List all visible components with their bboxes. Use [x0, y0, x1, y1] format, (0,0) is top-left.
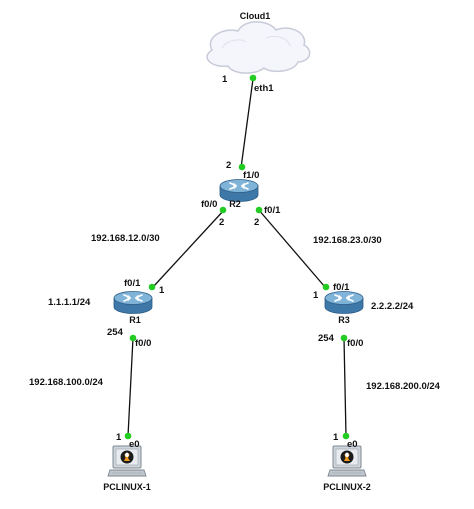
links — [127, 78, 347, 437]
r3-loopback-label: 2.2.2.2/24 — [371, 301, 414, 312]
r1-f0-1-port-label: f0/1 — [124, 278, 141, 289]
link-r2-r3[interactable] — [257, 208, 326, 288]
port-status-dots — [124, 74, 350, 440]
port-dot-cloud-eth1 — [249, 74, 257, 82]
port-dot-r1-f0-0 — [129, 334, 137, 342]
linux-pc-icon — [327, 445, 367, 477]
pc2-name-label: PCLINUX-2 — [323, 482, 371, 492]
r3-f0-1-host-label: 1 — [313, 290, 319, 301]
pc2-node[interactable]: PCLINUX-2 — [323, 445, 371, 492]
network-r1-pc1-label: 192.168.100.0/24 — [29, 377, 104, 388]
interface-labels: 1 eth1 2 f1/0 f0/0 2 f0/1 1 192.168.12.0… — [29, 74, 441, 450]
r3-f0-0-port-label: f0/0 — [347, 338, 363, 349]
link-r1-pc1[interactable] — [127, 337, 134, 437]
r1-name-label: R1 — [129, 315, 141, 325]
network-r2-r1-label: 192.168.12.0/30 — [91, 233, 160, 244]
r1-loopback-label: 1.1.1.1/24 — [48, 297, 91, 308]
pc1-name-label: PCLINUX-1 — [103, 482, 151, 492]
network-r3-pc2-label: 192.168.200.0/24 — [366, 381, 441, 392]
r2-uplink-host-label: 2 — [226, 160, 231, 171]
r1-f0-0-host-label: 254 — [107, 327, 124, 338]
port-dot-r2-f0-1 — [255, 206, 263, 214]
network-r2-r3-label: 192.168.23.0/30 — [313, 235, 382, 246]
port-dot-r2-f0-0 — [219, 206, 227, 214]
port-dot-pc2-e0 — [342, 432, 350, 440]
r3-f0-1-port-label: f0/1 — [333, 282, 350, 293]
link-cloud-r2[interactable] — [240, 78, 254, 169]
r3-node[interactable]: R3 — [324, 290, 364, 326]
r1-f0-0-port-label: f0/0 — [135, 338, 151, 349]
cloud-host-label: 1 — [222, 74, 228, 85]
port-dot-r1-f0-1 — [148, 283, 156, 291]
pc2-e0-port-label: e0 — [347, 439, 358, 450]
r3-f0-0-host-label: 254 — [318, 333, 335, 344]
pc2-e0-host-label: 1 — [333, 432, 339, 443]
r3-name-label: R3 — [338, 315, 350, 325]
r2-f0-1-port-label: f0/1 — [264, 205, 281, 216]
r1-f0-1-host-label: 1 — [159, 285, 165, 296]
linux-pc-icon — [107, 445, 147, 477]
link-r3-pc2[interactable] — [343, 337, 347, 437]
cloud1-node[interactable]: Cloud1 — [206, 11, 311, 74]
port-dot-r3-f0-1 — [322, 283, 330, 291]
cloud-port-label: eth1 — [254, 83, 274, 94]
port-dot-r2-f1-0 — [238, 163, 246, 171]
pc1-node[interactable]: PCLINUX-1 — [103, 445, 151, 492]
pc1-e0-host-label: 1 — [116, 432, 122, 443]
cloud1-name-label: Cloud1 — [240, 11, 271, 21]
port-dot-pc1-e0 — [124, 432, 132, 440]
r1-node[interactable]: R1 — [113, 290, 153, 326]
pc1-e0-port-label: e0 — [129, 439, 140, 450]
link-r2-r1[interactable] — [152, 208, 226, 288]
router-icon — [113, 290, 153, 315]
r2-f0-0-port-label: f0/0 — [201, 199, 217, 210]
r2-f0-0-host-label: 2 — [219, 217, 224, 228]
port-dot-r3-f0-0 — [340, 334, 348, 342]
router-icon — [324, 290, 364, 315]
r2-f0-1-host-label: 2 — [254, 217, 259, 228]
r2-name-label: R2 — [229, 199, 241, 209]
r2-uplink-port-label: f1/0 — [243, 170, 259, 181]
cloud-icon — [206, 21, 311, 74]
r2-node[interactable]: R2 — [219, 178, 259, 210]
